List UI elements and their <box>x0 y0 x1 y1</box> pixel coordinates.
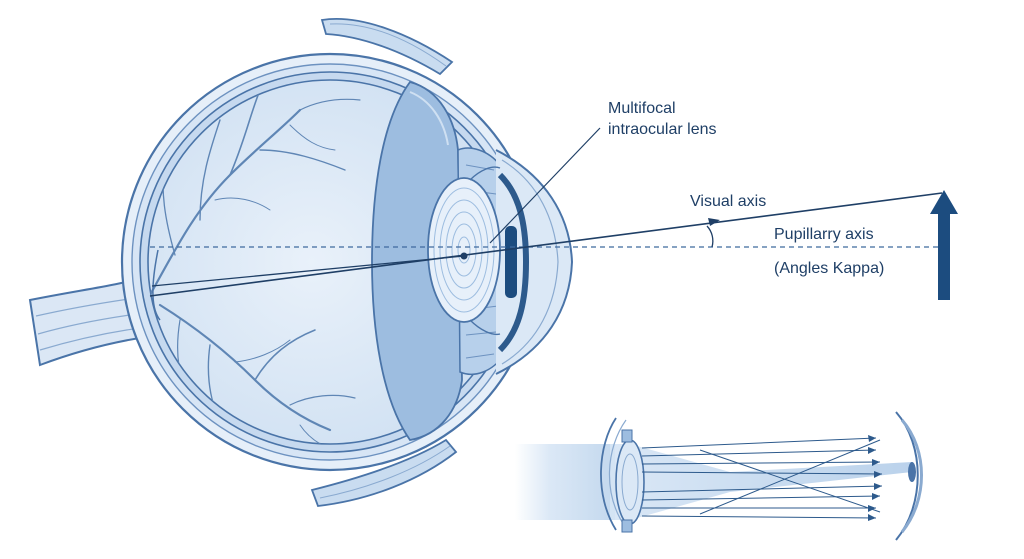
lens-label-line2: intraocular lens <box>608 121 717 138</box>
pupillary-axis-label: Pupillarry axis <box>774 226 874 243</box>
visual-axis-inner <box>151 255 465 287</box>
object-arrow <box>930 190 958 300</box>
multifocal-iol <box>427 166 501 336</box>
visual-axis-arrowhead <box>708 218 720 226</box>
cornea <box>495 149 574 375</box>
lens-leader-line <box>489 127 601 244</box>
visual-axis-line <box>149 192 943 297</box>
nodal-point <box>460 252 468 260</box>
axes <box>149 192 943 297</box>
lens-label-line1: Multifocal <box>608 100 676 117</box>
inset-focus-diagram <box>515 411 923 541</box>
angle-kappa-arc <box>706 225 714 248</box>
extraocular-muscle-bottom <box>310 438 458 507</box>
iris <box>497 172 530 353</box>
visual-axis-label: Visual axis <box>690 193 766 210</box>
retinal-vessels <box>148 89 361 444</box>
angle-kappa-label: (Angles Kappa) <box>774 260 884 277</box>
extraocular-muscle-top <box>320 18 454 76</box>
